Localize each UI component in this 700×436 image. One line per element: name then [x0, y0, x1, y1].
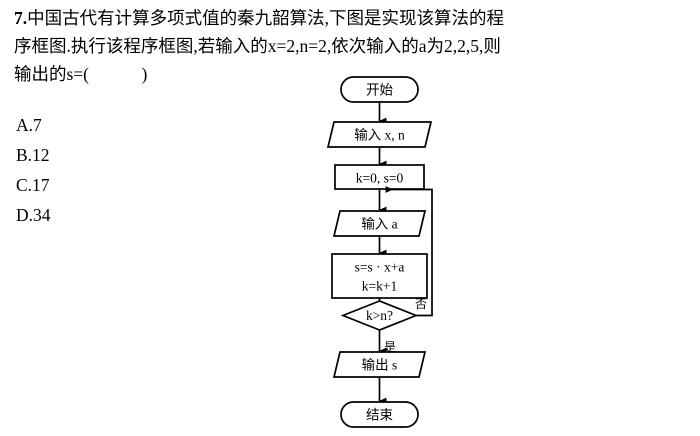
flow-node-input-xn: 输入 x, n	[326, 121, 433, 148]
question-line-1: 7.中国古代有计算多项式值的秦九韶算法,下图是实现该算法的程	[14, 4, 504, 32]
branch-label-no: 否	[415, 297, 427, 311]
program-flowchart-diagram: 开始 输入 x, n k=0, s=0 输入 a s=s · x+a	[300, 70, 500, 436]
flow-node-output-s: 输出 s	[332, 351, 427, 378]
branch-label-yes: 是	[384, 340, 396, 354]
flow-node-init: k=0, s=0	[334, 164, 425, 190]
connector-loop-back-no-branch	[385, 186, 433, 317]
question-number: 7.	[14, 8, 28, 28]
question-line-3: 输出的s=( )	[14, 64, 148, 84]
option-a[interactable]: A.7	[16, 115, 42, 135]
flow-node-end-label: 结束	[366, 408, 393, 423]
flow-node-compute-line2-label: k=k+1	[362, 279, 397, 294]
flow-node-init-label: k=0, s=0	[356, 171, 404, 186]
flow-node-input-xn-label: 输入 x, n	[354, 128, 405, 143]
option-c[interactable]: C.17	[16, 175, 50, 195]
flow-node-input-a-label: 输入 a	[361, 217, 397, 232]
flow-node-decision: k>n?	[340, 300, 419, 331]
option-d[interactable]: D.34	[16, 205, 51, 225]
answer-options-list: A.7 B.12 C.17 D.34	[16, 110, 51, 230]
flow-node-compute: s=s · x+a k=k+1	[331, 253, 428, 299]
question-line-2: 序框图.执行该程序框图,若输入的x=2,n=2,依次输入的a为2,2,5,则	[14, 36, 501, 56]
flow-node-start: 开始	[340, 76, 419, 103]
question-text-block: 7.中国古代有计算多项式值的秦九韶算法,下图是实现该算法的程 序框图.执行该程序…	[14, 4, 504, 88]
flow-node-compute-line1-label: s=s · x+a	[355, 260, 405, 275]
question-line-1-text: 中国古代有计算多项式值的秦九韶算法,下图是实现该算法的程	[27, 8, 504, 28]
flow-node-decision-label: k>n?	[366, 308, 393, 323]
flow-node-input-a: 输入 a	[332, 210, 427, 237]
flow-node-start-label: 开始	[366, 83, 393, 98]
flow-node-end: 结束	[340, 401, 419, 428]
flow-node-output-s-label: 输出 s	[362, 358, 398, 373]
option-b[interactable]: B.12	[16, 145, 50, 165]
